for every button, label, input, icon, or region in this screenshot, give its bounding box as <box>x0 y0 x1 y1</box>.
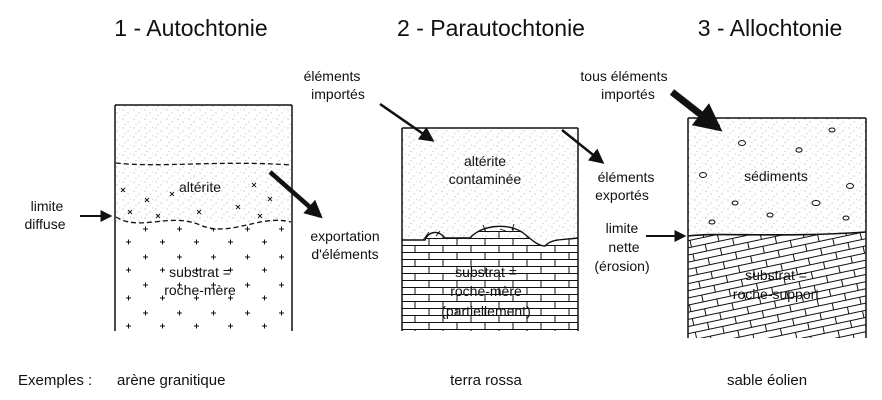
label-substrat-2b: roche-mère <box>450 283 522 299</box>
label-tous-elements-b: importés <box>601 86 655 102</box>
sediment-zone <box>688 118 866 236</box>
column-autochtonie: 1 - Autochtonie altérite substrat = roch… <box>25 15 380 331</box>
alterite-crosses <box>120 182 273 219</box>
label-alterite-contaminee-a: altérite <box>464 153 506 169</box>
label-substrat-1a: substrat = <box>169 264 231 280</box>
column-parautochtonie: 2 - Parautochtonie éléments importés alt… <box>304 15 655 331</box>
label-limite-nette-b: nette <box>608 239 639 255</box>
substrate-zone-2 <box>402 226 578 331</box>
arrow-elements-importes <box>379 102 435 142</box>
example-autochtonie: arène granitique <box>117 372 225 389</box>
arrow-exportation <box>268 170 323 219</box>
sharp-boundary <box>687 231 867 237</box>
label-substrat-3a: substrat = <box>745 267 807 283</box>
title-autochtonie: 1 - Autochtonie <box>114 15 267 41</box>
arrow-tous-elements <box>669 89 723 132</box>
alterite-zone-2 <box>402 128 578 240</box>
label-substrat-2c: (partiellement) <box>441 303 530 319</box>
label-substrat-2a: substrat = <box>455 264 517 280</box>
substrate-zone-3 <box>688 232 866 338</box>
label-limite-nette-a: limite <box>606 220 639 236</box>
label-limite-diffuse-b: diffuse <box>25 216 66 232</box>
substrate-zone-1 <box>115 218 292 331</box>
label-limite-nette-c: (érosion) <box>594 258 649 274</box>
title-allochtonie: 3 - Allochtonie <box>698 15 842 41</box>
column-allochtonie: 3 - Allochtonie tous éléments importés s… <box>580 15 867 338</box>
label-substrat-1b: roche-mère <box>164 282 236 298</box>
label-elements-importes-a: éléments <box>304 68 361 84</box>
label-limite-diffuse-a: limite <box>31 198 64 214</box>
label-substrat-3b: roche-support <box>733 286 819 302</box>
label-exportation-b: d'éléments <box>311 246 378 262</box>
karst-boundary <box>402 225 579 247</box>
examples-label: Exemples : <box>18 372 92 389</box>
label-sediments: sédiments <box>744 168 808 184</box>
label-exportation-a: exportation <box>310 228 379 244</box>
arrow-elements-exportes <box>561 129 605 164</box>
example-parautochtonie: terra rossa <box>450 372 522 389</box>
label-alterite: altérite <box>179 179 221 195</box>
example-allochtonie: sable éolien <box>727 372 807 389</box>
label-elements-importes-b: importés <box>311 86 365 102</box>
title-parautochtonie: 2 - Parautochtonie <box>397 15 585 41</box>
label-tous-elements-a: tous éléments <box>580 68 667 84</box>
diffuse-boundary-lower <box>115 216 292 230</box>
label-elements-exportes-b: exportés <box>595 187 649 203</box>
label-elements-exportes-a: éléments <box>598 169 655 185</box>
diffuse-boundary-upper <box>115 162 292 166</box>
sediment-pebbles <box>699 127 854 225</box>
label-alterite-contaminee-b: contaminée <box>449 171 522 187</box>
